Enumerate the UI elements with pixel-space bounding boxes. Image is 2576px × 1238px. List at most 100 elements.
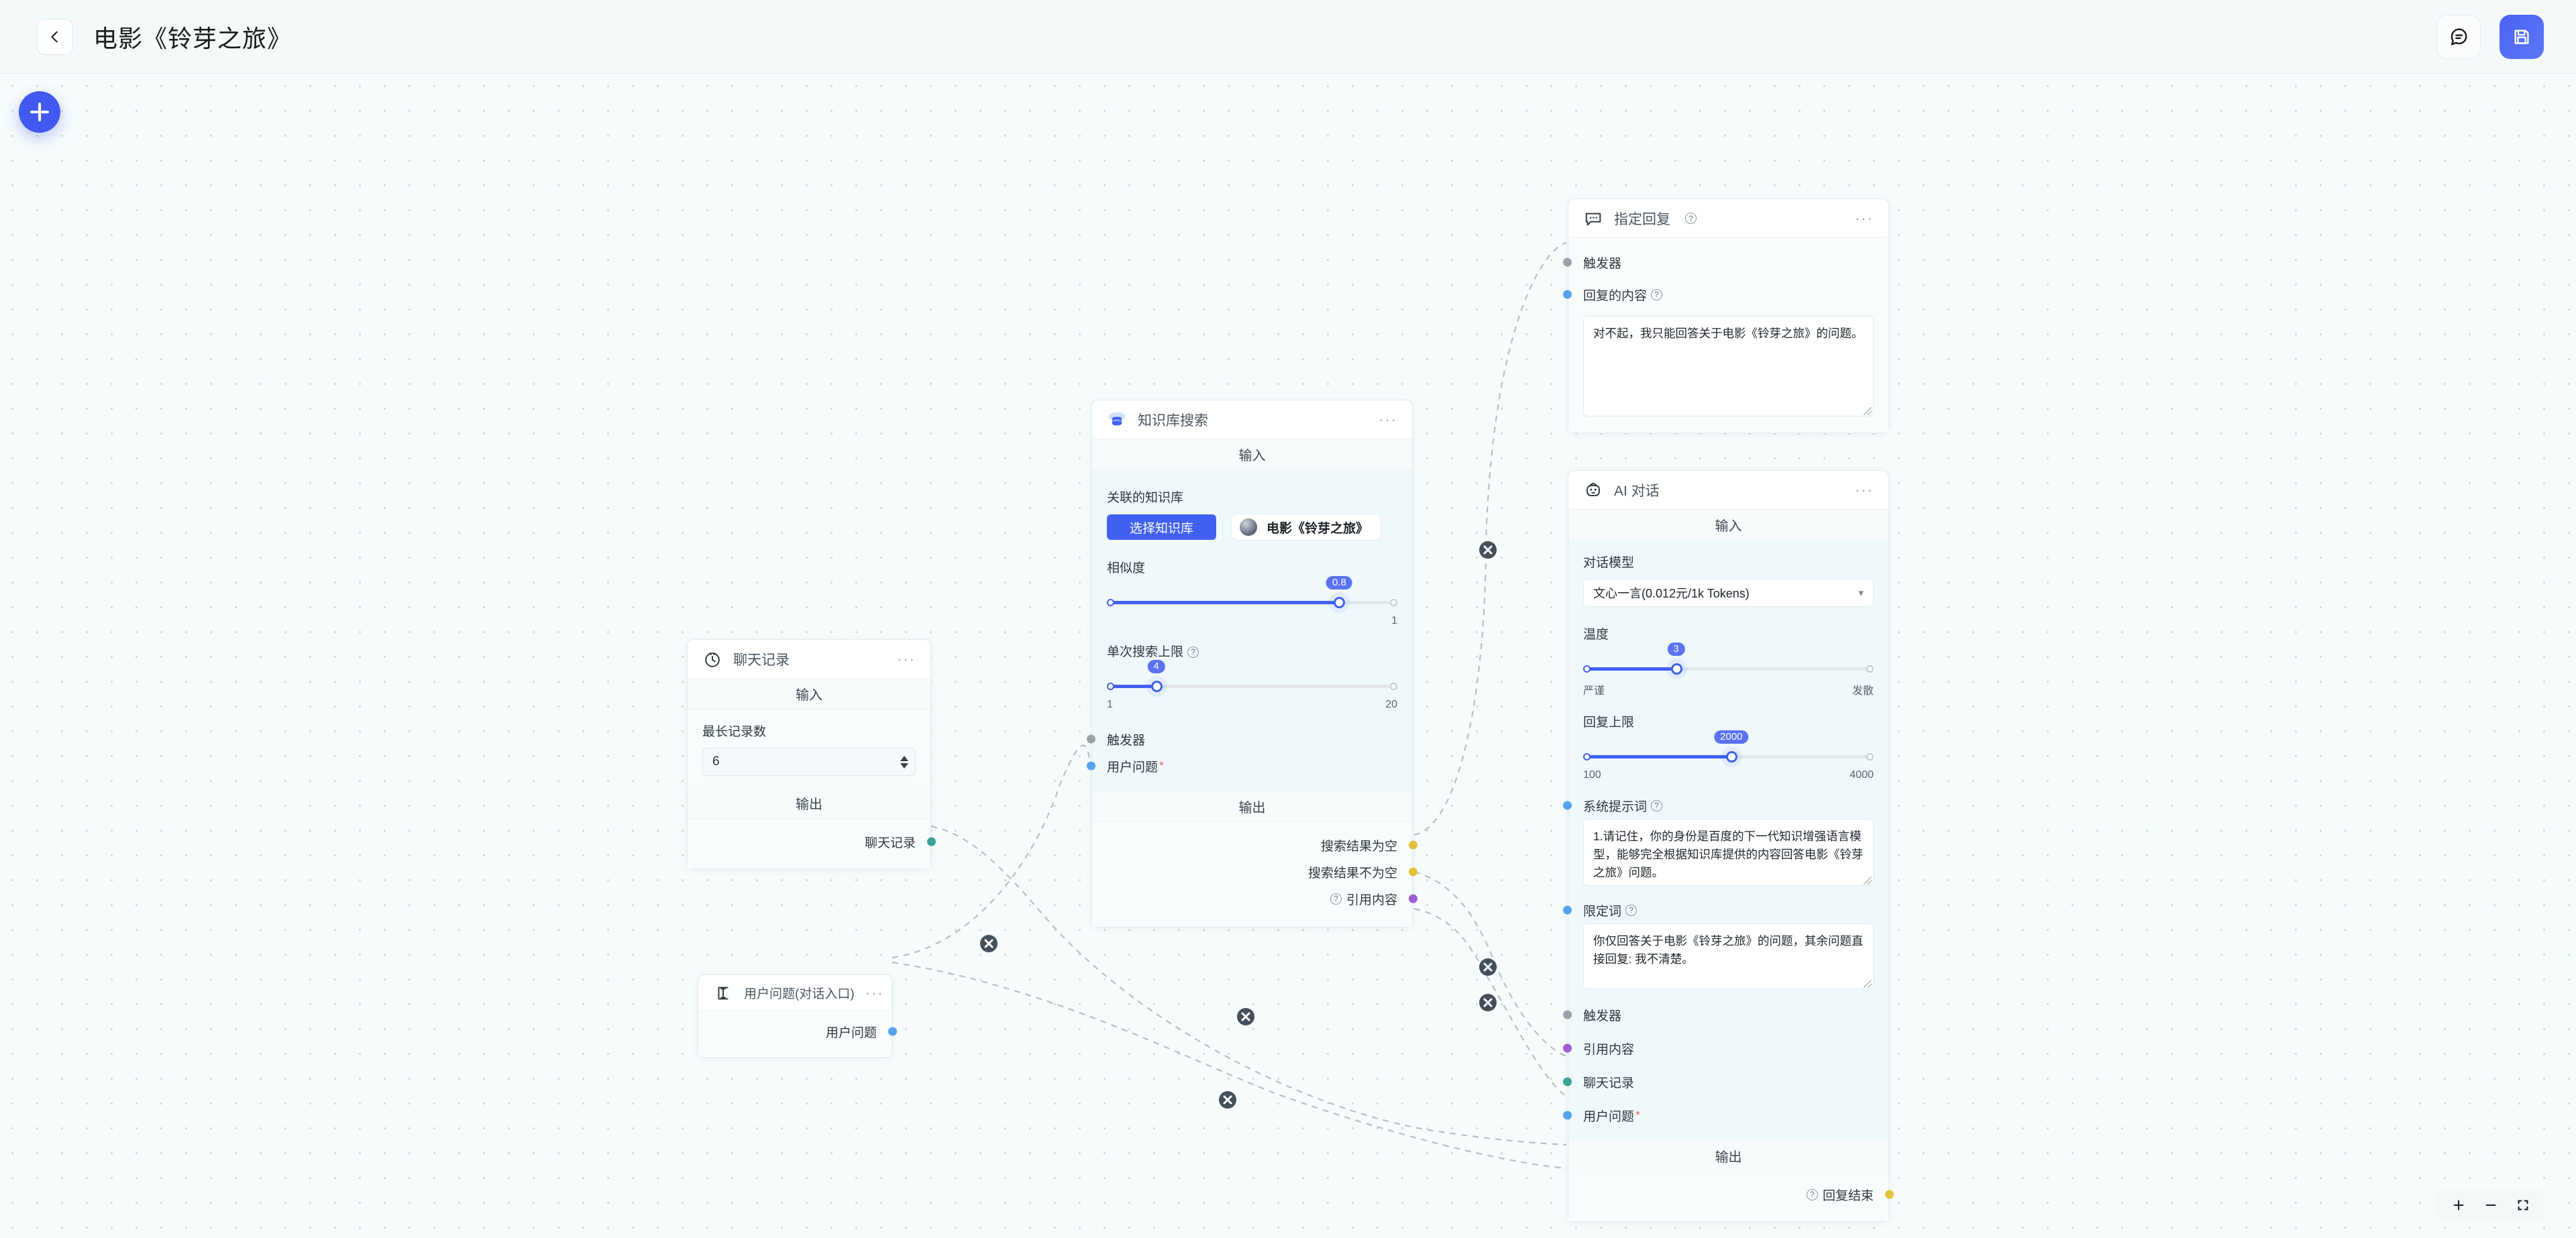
port-in-user-question[interactable]: 用户问题* [1087, 752, 1397, 779]
help-icon[interactable]: ? [1187, 646, 1199, 658]
help-icon[interactable]: ? [1330, 893, 1342, 905]
knowledge-base-chip[interactable]: 电影《铃芽之旅》 [1231, 514, 1382, 541]
port-dot[interactable] [1409, 894, 1417, 903]
port-in-trigger[interactable]: 触发器 [1087, 726, 1397, 752]
port-out-quote-content[interactable]: ? 引用内容 [1107, 885, 1417, 912]
port-out-nonempty-result[interactable]: 搜索结果不为空 [1107, 858, 1417, 885]
port-in-reply-content[interactable]: 回复的内容? [1563, 281, 1874, 308]
zoom-out-button[interactable] [2478, 1192, 2504, 1218]
help-icon[interactable]: ? [1625, 904, 1638, 916]
topk-slider[interactable]: 4 [1107, 660, 1397, 695]
port-dot[interactable] [888, 1027, 897, 1036]
max-records-input[interactable]: 6 [702, 748, 916, 776]
node-menu-button[interactable]: ··· [1855, 209, 1874, 227]
slider-knob[interactable] [1150, 681, 1163, 692]
number-stepper[interactable] [900, 755, 908, 769]
node-header[interactable]: 聊天记录 ··· [688, 640, 930, 679]
node-header[interactable]: AI 对话 ··· [1568, 471, 1888, 510]
node-menu-button[interactable]: ··· [897, 650, 916, 667]
save-button[interactable] [2500, 14, 2544, 59]
port-out-reply-end[interactable]: ? 回复结束 [1583, 1181, 1894, 1208]
port-in-system-prompt[interactable]: 系统提示词? [1563, 792, 1874, 819]
port-out-empty-result[interactable]: 搜索结果为空 [1107, 832, 1417, 858]
help-icon[interactable]: ? [1806, 1188, 1818, 1200]
port-label: 回复结束 [1822, 1188, 1874, 1203]
edge-delete-buttons [980, 541, 1497, 1109]
node-user-question-entry[interactable]: 用户问题(对话入口) ··· 用户问题 [698, 974, 897, 1058]
help-icon[interactable]: ? [1685, 213, 1697, 224]
edge-delete-button [1479, 541, 1497, 559]
node-header[interactable]: 知识库搜索 ··· [1092, 400, 1412, 439]
temperature-slider[interactable]: 3 [1583, 642, 1874, 677]
port-out-user-question[interactable]: 用户问题 [713, 1018, 897, 1045]
node-ai-chat[interactable]: AI 对话 ··· 输入 对话模型 文心一言(0.012元/1k Tokens)… [1563, 470, 1894, 1222]
workflow-canvas[interactable]: 知识库搜索 ··· 输入 关联的知识库 选择知识库 电影《铃芽之旅》 相似度 0… [0, 74, 2576, 1238]
port-label: 限定词 [1583, 904, 1622, 919]
slider-knob[interactable] [1334, 597, 1346, 608]
port-dot[interactable] [1563, 1010, 1572, 1019]
back-button[interactable] [37, 18, 73, 55]
port-dot[interactable] [1409, 867, 1417, 877]
port-dot[interactable] [1563, 290, 1572, 299]
stepper-up-icon[interactable] [900, 755, 908, 761]
model-select[interactable]: 文心一言(0.012元/1k Tokens) ▾ [1583, 579, 1874, 607]
port-dot[interactable] [1563, 1111, 1572, 1120]
topk-value: 4 [1147, 660, 1165, 673]
limit-word-textarea[interactable]: 你仅回答关于电影《铃芽之旅》的问题，其余问题直接回复: 我不清楚。 [1583, 923, 1874, 989]
stepper-down-icon[interactable] [900, 763, 908, 769]
node-knowledge-base-search[interactable]: 知识库搜索 ··· 输入 关联的知识库 选择知识库 电影《铃芽之旅》 相似度 0… [1087, 400, 1417, 927]
node-menu-button[interactable]: ··· [1855, 481, 1874, 498]
max-tokens-slider[interactable]: 2000 [1583, 730, 1874, 765]
edge-delete-button [980, 935, 998, 952]
port-dot[interactable] [1563, 905, 1572, 915]
node-title: 用户问题(对话入口) [744, 987, 855, 1001]
system-prompt-textarea[interactable]: 1.请记住，你的身份是百度的下一代知识增强语言模型，能够完全根据知识库提供的内容… [1583, 819, 1874, 886]
port-dot[interactable] [1885, 1190, 1894, 1199]
node-menu-button[interactable]: ··· [865, 984, 884, 1001]
temperature-range: 严谨 发散 [1583, 681, 1874, 697]
node-header[interactable]: 指定回复 ? ··· [1568, 199, 1888, 238]
similarity-slider[interactable]: 0.8 [1107, 576, 1397, 611]
help-icon[interactable]: ? [1651, 288, 1663, 300]
comment-button[interactable] [2436, 14, 2481, 59]
port-dot[interactable] [1563, 801, 1572, 810]
similarity-label: 相似度 [1107, 561, 1146, 575]
port-dot[interactable] [1087, 734, 1095, 744]
port-dot[interactable] [1409, 840, 1417, 850]
max-tokens-max: 4000 [1849, 769, 1874, 781]
reply-content-textarea[interactable]: 对不起，我只能回答关于电影《铃芽之旅》的问题。 [1583, 316, 1874, 416]
port-in-chat-history[interactable]: 聊天记录 [1563, 1068, 1874, 1095]
port-dot[interactable] [1563, 1044, 1572, 1053]
slider-knob[interactable] [1670, 663, 1682, 675]
port-label: 搜索结果不为空 [1307, 866, 1397, 881]
output-section-label: 输出 [688, 788, 930, 819]
port-in-user-question[interactable]: 用户问题* [1563, 1102, 1874, 1129]
topk-range: 1 20 [1107, 699, 1397, 711]
port-in-trigger[interactable]: 触发器 [1563, 249, 1874, 276]
resize-handle-icon[interactable] [1864, 980, 1872, 988]
zoom-in-button[interactable] [2446, 1192, 2471, 1218]
max-records-label: 最长记录数 [702, 725, 767, 739]
node-header[interactable]: 用户问题(对话入口) ··· [698, 975, 892, 1011]
port-dot[interactable] [1563, 258, 1572, 267]
add-node-button[interactable] [19, 91, 60, 133]
port-in-quote-content[interactable]: 引用内容 [1563, 1035, 1874, 1062]
resize-handle-icon[interactable] [1864, 407, 1872, 415]
select-knowledge-base-button[interactable]: 选择知识库 [1107, 514, 1217, 540]
port-dot[interactable] [1087, 761, 1095, 771]
fit-view-button[interactable] [2510, 1192, 2536, 1218]
port-in-limit-word[interactable]: 限定词? [1563, 897, 1874, 923]
node-menu-button[interactable]: ··· [1379, 410, 1397, 428]
resize-handle-icon[interactable] [1864, 877, 1872, 885]
port-out-chat-history[interactable]: 聊天记录 [702, 828, 936, 855]
slider-knob[interactable] [1725, 751, 1737, 763]
help-icon[interactable]: ? [1651, 799, 1663, 811]
port-in-trigger[interactable]: 触发器 [1563, 1001, 1874, 1028]
node-fixed-reply[interactable]: 指定回复 ? ··· 触发器 回复的内容? 对不起，我只能回答关于电影《铃芽之旅… [1563, 199, 1889, 433]
port-dot[interactable] [1563, 1077, 1572, 1086]
port-dot[interactable] [927, 837, 936, 846]
node-chat-history[interactable]: 聊天记录 ··· 输入 最长记录数 6 输出 聊天记录 [687, 639, 936, 869]
max-tokens-label: 回复上限 [1583, 716, 1635, 730]
ai-chat-input-body: 对话模型 文心一言(0.012元/1k Tokens) ▾ 温度 3 严谨 发散… [1563, 541, 1888, 1141]
chat-history-input-body: 最长记录数 6 [688, 710, 930, 788]
